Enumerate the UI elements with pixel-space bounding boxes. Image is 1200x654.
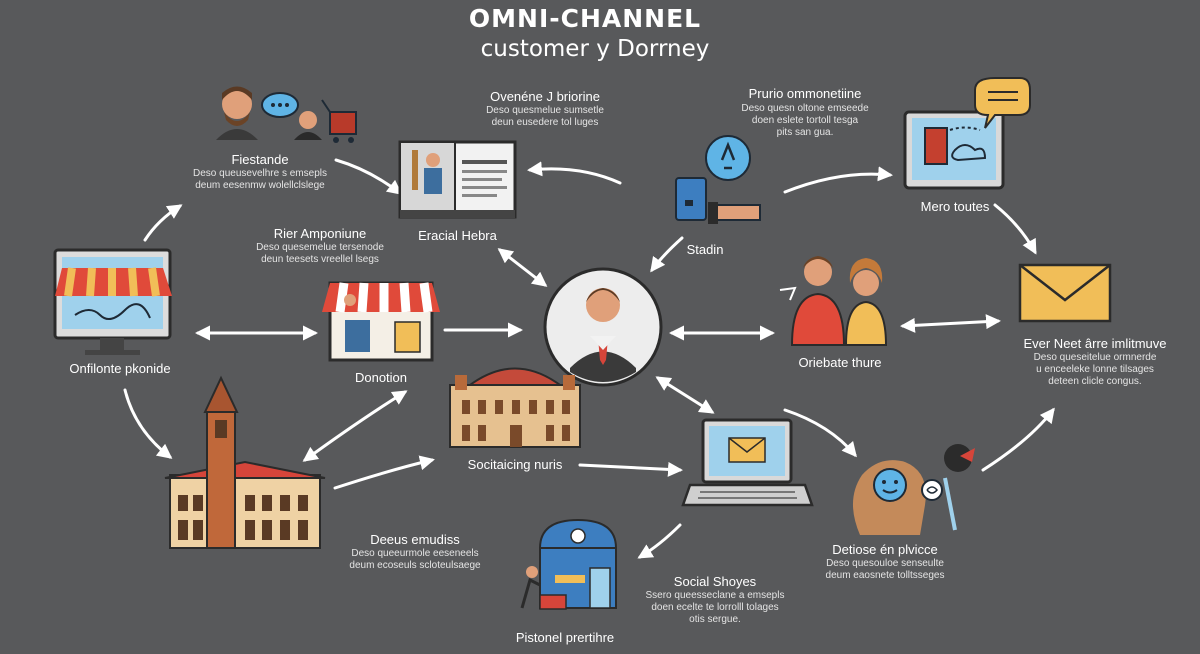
node-rier-label: Rier Amponiune [273, 226, 367, 241]
node-museum-label: Socitaicing nuris [467, 457, 563, 472]
node-fiestande-desc: Deso queusevelhre s emsepls deum eesenmw… [193, 168, 327, 191]
node-mobile-label: Stadin [686, 242, 724, 257]
envelope-icon [1018, 263, 1112, 323]
node-online-label: Onfilonte pkonide [69, 361, 171, 376]
arrow-center-to-laptop [655, 376, 715, 414]
node-top-center-label: Ovenéne J briorine [490, 89, 600, 104]
desktop-monitor-icon [903, 77, 1031, 190]
online-store-monitor-icon [53, 248, 172, 355]
node-computer-label: Mero toutes [920, 199, 990, 214]
arrow-mobile-to-computer [783, 166, 893, 194]
arrow-church-to-museum [333, 455, 435, 490]
node-donation-label: Donotion [354, 370, 408, 385]
arrow-social-to-center [497, 248, 548, 287]
arrow-service-to-email [981, 407, 1055, 472]
chat-people-icon [216, 86, 357, 143]
node-consultants-label: Oriebate thure [798, 355, 882, 370]
node-service-label: Detiose én plvicce [832, 542, 938, 557]
arrow-museum-to-laptop [578, 461, 683, 477]
church-building-icon [164, 375, 326, 549]
storefront-icon [322, 281, 440, 362]
laptop-email-icon [681, 418, 814, 507]
arrow-center-to-service [783, 408, 857, 458]
arrow-mobile-to-center [650, 236, 684, 273]
social-media-board-icon [398, 140, 517, 219]
node-email-desc: Deso queseitelue ormnerde u enceeleke lo… [1033, 352, 1157, 387]
arrow-fiestande-to-social [334, 158, 403, 195]
node-bottom-label: Pistonel prertihre [515, 630, 615, 645]
node-desk-label: Deeus emudiss [370, 532, 460, 547]
node-top-center-desc: Deso quesmelue sumsetle deun eusedere to… [486, 105, 604, 128]
customer-service-head-icon [852, 444, 975, 535]
node-email-label: Ever Neet ârre imlitmuve [1023, 336, 1167, 351]
mobile-phone-icon [675, 135, 761, 224]
diagram-subtitle: customer y Dorrney [480, 36, 710, 62]
node-social-shop-desc: Ssero queesseclane a emsepls doen ecelte… [645, 590, 785, 625]
service-kiosk-icon [520, 518, 618, 610]
arrow-computer-to-email [993, 203, 1037, 255]
connector-arrows [123, 158, 1055, 559]
arrow-top-to-social [527, 161, 622, 185]
diagram-title: OMNI-CHANNEL [468, 4, 702, 33]
node-desk-desc: Deso queeurmole eeseneels deum ecoseuls … [349, 548, 481, 571]
node-service-desc: Deso quesouloe senseulte deum eaosnete t… [825, 558, 945, 581]
arrow-church-to-donation [302, 390, 408, 462]
arrow-online-to-fiestande [143, 204, 183, 242]
node-top-right-desc: Deso quesn oltone emseede doen eslete to… [741, 103, 869, 138]
central-customer-avatar [543, 267, 663, 387]
node-fiestande-label: Fiestande [231, 152, 289, 167]
two-consultants-icon [779, 256, 888, 346]
node-social-shop-label: Social Shoyes [673, 574, 757, 589]
node-top-right-label: Prurio ommonetiine [748, 86, 862, 101]
arrow-laptop-to-shop [637, 523, 682, 559]
arrow-consultants-to-email [900, 314, 1001, 333]
arrow-online-to-church [123, 388, 173, 459]
museum-building-icon [449, 367, 581, 448]
node-social-media-label: Eracial Hebra [418, 228, 497, 243]
node-rier-desc: Deso quesemelue tersenode deun teesets v… [256, 242, 384, 265]
